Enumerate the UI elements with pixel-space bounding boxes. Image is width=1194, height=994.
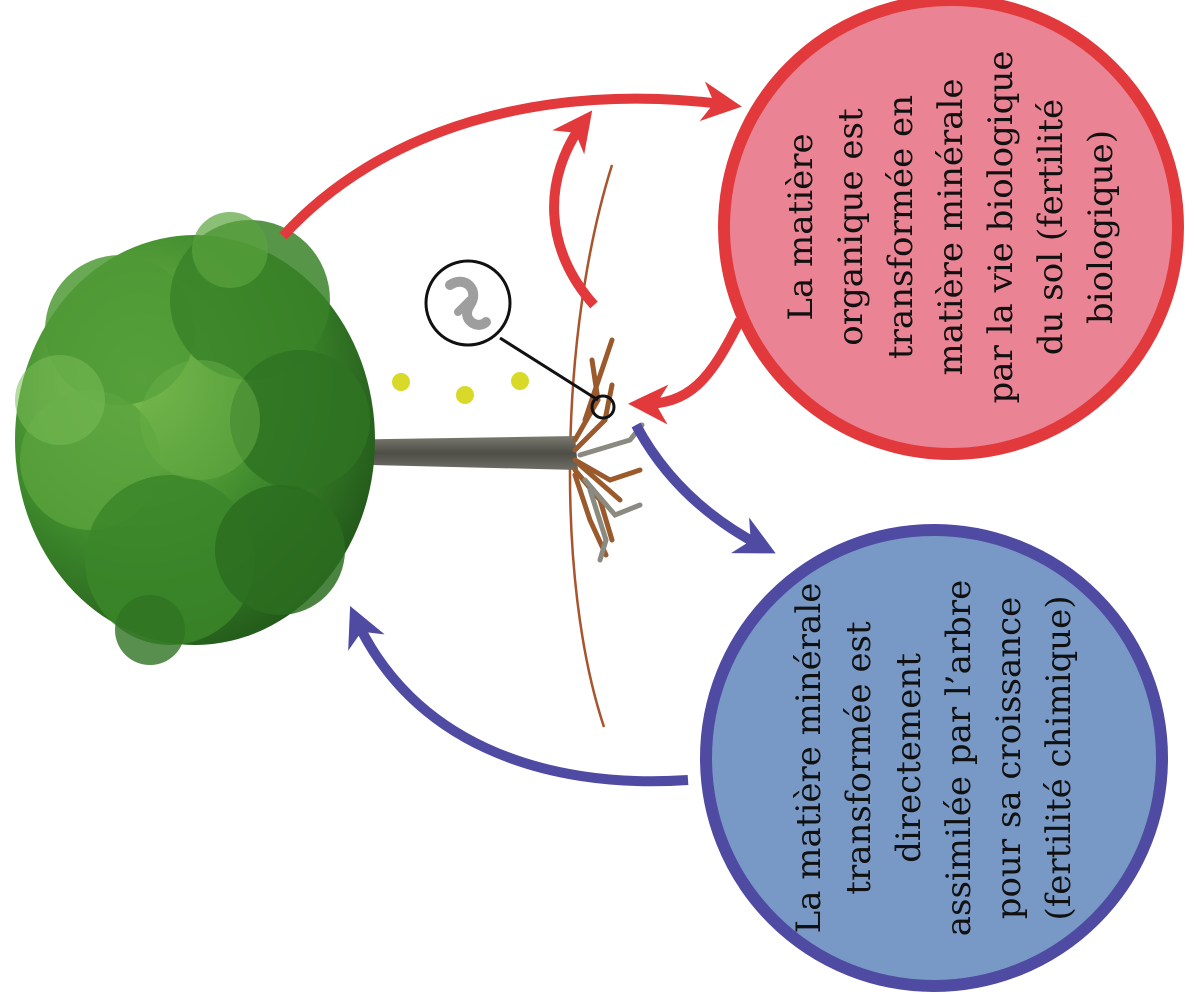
- red-arrow-biological-to-roots: [628, 317, 745, 425]
- bio-line-1: La matière: [781, 133, 821, 321]
- biological-fertility-text: La matière organique est transformée en …: [766, 42, 1136, 412]
- chem-line-3: directement: [889, 653, 929, 863]
- bio-line-6: du sol (fertilité: [1031, 98, 1071, 356]
- chemical-fertility-text: La matière minérale transformée est dire…: [749, 573, 1119, 943]
- microbe-magnifier-icon: [424, 259, 616, 420]
- tree-illustration: [15, 212, 375, 665]
- blue-arrow-roots-to-chemical: [631, 422, 776, 554]
- tree-trunk: [330, 436, 578, 470]
- chemical-fertility-circle: [700, 524, 1168, 992]
- red-arrow-soil-up: [549, 110, 598, 309]
- sun-dots: [392, 372, 529, 404]
- chem-line-5: pour sa croissance: [989, 596, 1029, 920]
- chem-line-4: assimilée par l’arbre: [939, 579, 979, 937]
- bio-line-5: par la vie biologique: [981, 50, 1021, 404]
- tree-roots: [572, 337, 645, 563]
- biological-fertility-circle: [718, 0, 1184, 460]
- red-arrow-tree-to-biological: [279, 81, 742, 240]
- chem-line-6: (fertilité chimique): [1039, 595, 1079, 921]
- bio-line-3: transformée en: [881, 94, 921, 360]
- chem-line-2: transformée est: [839, 621, 879, 895]
- chem-line-1: La matière minérale: [789, 582, 829, 934]
- blue-arrow-chemical-to-tree: [348, 606, 689, 787]
- bio-line-7: biologique): [1081, 129, 1121, 325]
- bio-line-2: organique est: [831, 108, 871, 346]
- bio-line-4: matière minérale: [931, 78, 971, 376]
